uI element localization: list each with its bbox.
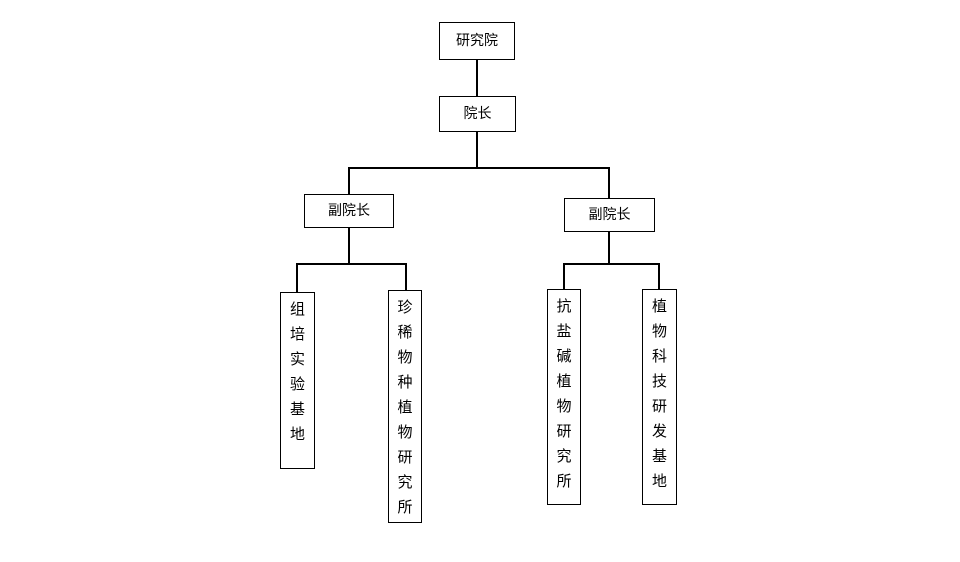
label-char: 究 — [556, 447, 572, 465]
node-vice-dean-right: 副院长 — [564, 198, 655, 232]
label-char: 珍 — [397, 298, 413, 316]
label-char: 组 — [289, 300, 305, 318]
node-vertical-label: 植物科技研发基地 — [652, 297, 667, 497]
label-char: 所 — [556, 472, 572, 490]
node-rare-plant-institute: 珍稀物种植物研究所 — [388, 290, 422, 523]
label-char: 地 — [289, 425, 305, 443]
label-char: 所 — [397, 498, 413, 516]
label-char: 植 — [651, 297, 667, 315]
label-char: 物 — [651, 322, 667, 340]
label-char: 研 — [397, 448, 413, 466]
node-vertical-label: 组培实验基地 — [290, 300, 305, 450]
label-char: 种 — [397, 373, 413, 391]
node-vertical-label: 珍稀物种植物研究所 — [397, 298, 412, 523]
label-char: 抗 — [556, 297, 572, 315]
label-char: 发 — [651, 422, 667, 440]
node-vice-dean-left: 副院长 — [304, 194, 394, 228]
label-char: 地 — [651, 472, 667, 490]
label-char: 盐 — [556, 322, 572, 340]
label-char: 植 — [556, 372, 572, 390]
label-char: 研 — [651, 397, 667, 415]
node-label: 研究院 — [456, 33, 498, 49]
label-char: 物 — [556, 397, 572, 415]
label-char: 物 — [397, 348, 413, 366]
label-char: 植 — [397, 398, 413, 416]
node-label: 副院长 — [328, 203, 370, 219]
node-plant-tech-rd-base: 植物科技研发基地 — [642, 289, 677, 505]
node-label: 副院长 — [588, 207, 631, 223]
node-tissue-culture-base: 组培实验基地 — [280, 292, 315, 469]
label-char: 碱 — [556, 347, 572, 365]
label-char: 实 — [289, 350, 305, 368]
label-char: 稀 — [397, 323, 413, 341]
label-char: 基 — [651, 447, 667, 465]
node-dean: 院长 — [439, 96, 516, 132]
label-char: 究 — [397, 473, 413, 491]
label-char: 研 — [556, 422, 572, 440]
label-char: 基 — [289, 400, 305, 418]
label-char: 物 — [397, 423, 413, 441]
label-char: 技 — [651, 372, 667, 390]
label-char: 培 — [289, 325, 305, 343]
node-research-institute: 研究院 — [439, 22, 515, 60]
node-vertical-label: 抗盐碱植物研究所 — [556, 297, 571, 497]
node-saline-alkali-plant-institute: 抗盐碱植物研究所 — [547, 289, 581, 505]
label-char: 验 — [289, 375, 305, 393]
node-label: 院长 — [463, 106, 492, 122]
label-char: 科 — [651, 347, 667, 365]
